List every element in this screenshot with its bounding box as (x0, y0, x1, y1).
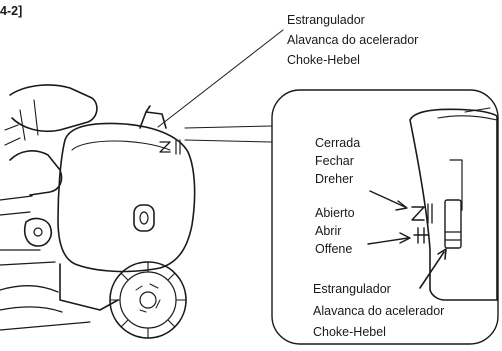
closed-label-line-1: Cerrada (315, 136, 361, 150)
choke-lever-zoom (444, 199, 462, 249)
zoom-housing (409, 108, 498, 301)
zoom-connector-top (184, 125, 273, 129)
choke-lever-tip (145, 105, 151, 113)
open-label-line-1: Abierto (315, 206, 355, 220)
housing-contour (71, 140, 171, 151)
top-callout-leader (157, 29, 284, 128)
engine-housing (57, 122, 196, 273)
left-knob (23, 217, 53, 247)
zoom-connector-bottom (184, 139, 273, 143)
closed-label-line-2: Fechar (315, 154, 354, 168)
top-callout-line-1: Estrangulador (287, 13, 365, 27)
closed-symbol-engine (159, 141, 171, 153)
lever-callout-line-2: Alavanca do acelerador (313, 304, 445, 318)
choke-lever-engine (139, 111, 167, 129)
lower-housing (59, 263, 119, 311)
open-label-line-3: Offene (315, 242, 353, 256)
spark-plug-cover (133, 204, 155, 232)
left-frame (9, 84, 98, 133)
lever-callout-line-3: Choke-Hebel (313, 325, 386, 339)
figure-tag: 4-2] (0, 4, 23, 18)
left-tube (9, 150, 63, 196)
closed-arrow (369, 190, 406, 208)
closed-symbol-zoom (411, 206, 425, 221)
lever-arrow (419, 251, 445, 289)
top-callout-line-2: Alavanca do acelerador (287, 33, 419, 47)
open-arrow (367, 237, 409, 245)
open-label-line-2: Abrir (315, 224, 342, 238)
zoom-panel (271, 89, 499, 345)
top-callout-line-3: Choke-Hebel (287, 53, 360, 67)
starter-knob-ribs (109, 261, 187, 339)
closed-label-line-3: Dreher (315, 172, 354, 186)
lever-callout-line-1: Estrangulador (313, 282, 391, 296)
